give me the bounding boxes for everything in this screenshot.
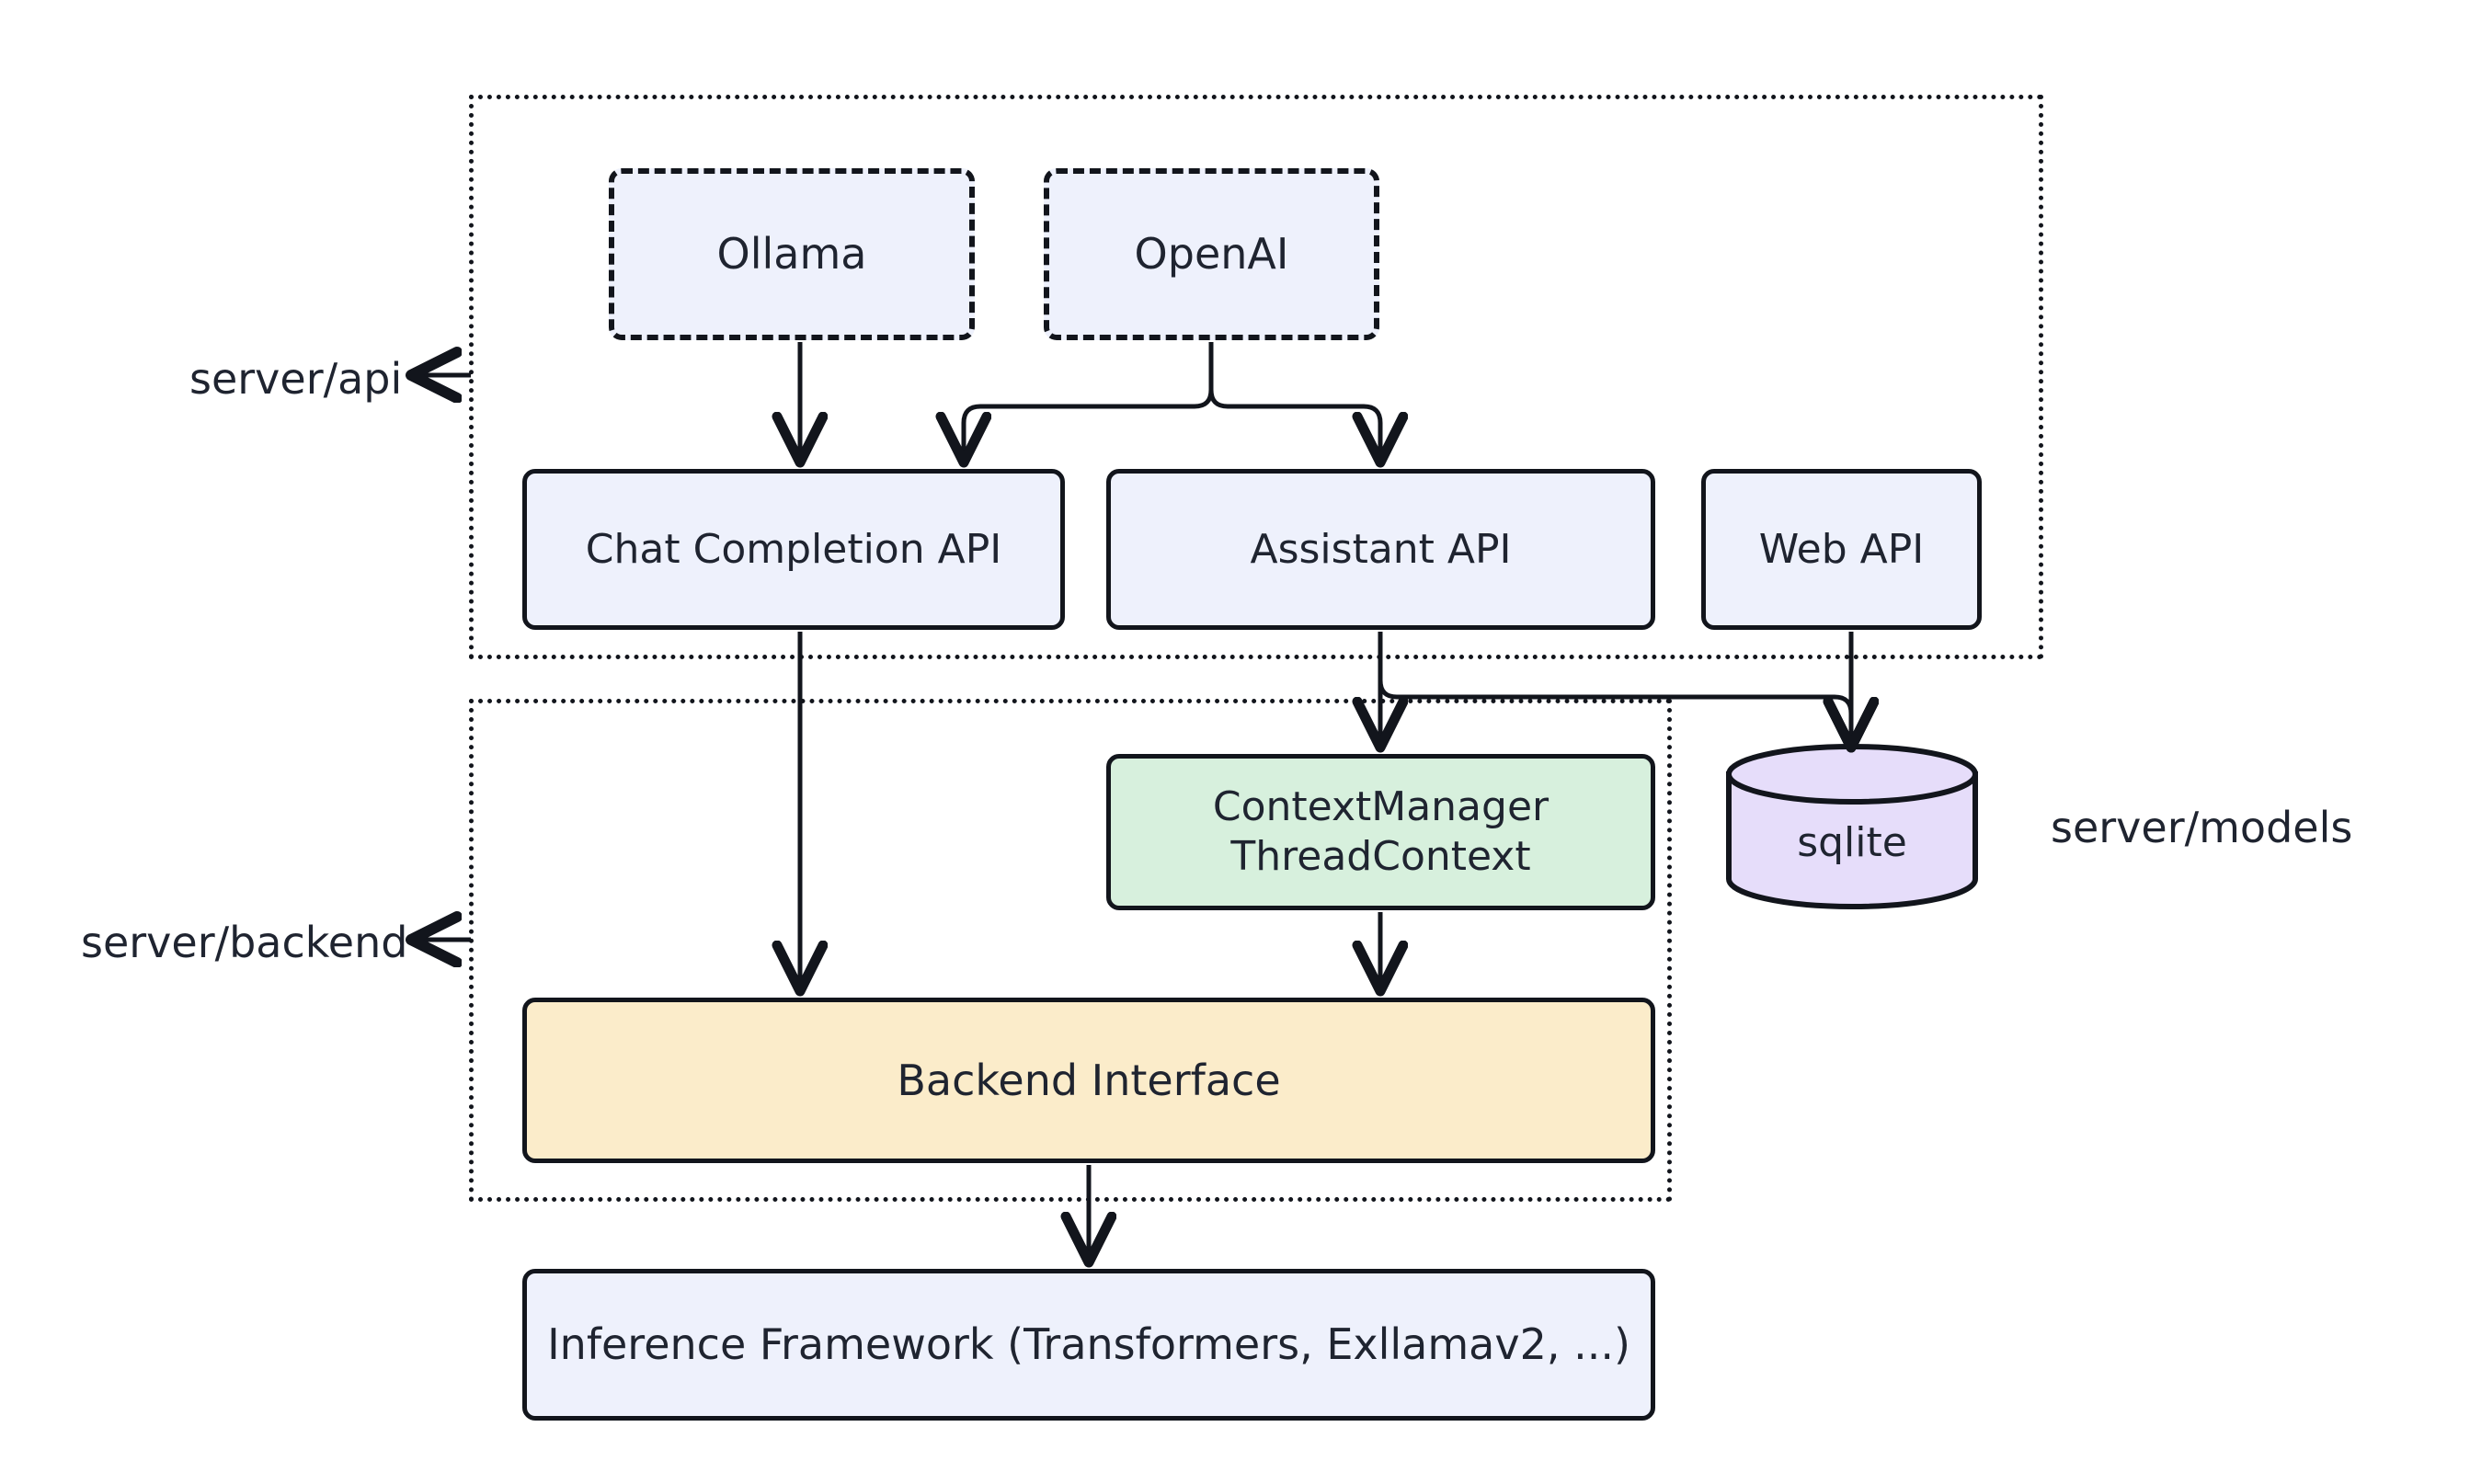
node-web-api[interactable]: Web API	[1701, 469, 1982, 630]
sqlite-cylinder-top	[1726, 744, 1978, 805]
node-assistant-api-label: Assistant API	[1250, 525, 1512, 573]
node-openai-label: OpenAI	[1134, 229, 1289, 280]
node-openai[interactable]: OpenAI	[1044, 168, 1379, 340]
node-inference-framework-label: Inference Framework (Transformers, Exlla…	[547, 1319, 1630, 1370]
node-backend-interface-label: Backend Interface	[897, 1055, 1281, 1105]
sqlite-cylinder-body	[1726, 771, 1978, 909]
node-chat-completion-api-label: Chat Completion API	[585, 525, 1002, 573]
tier-server-api	[469, 95, 2043, 659]
node-context-manager[interactable]: ContextManager ThreadContext	[1106, 754, 1655, 910]
node-backend-interface[interactable]: Backend Interface	[522, 998, 1655, 1163]
tier-label-server-models: server/models	[2051, 803, 2353, 852]
tier-server-backend	[469, 699, 1672, 1202]
node-assistant-api[interactable]: Assistant API	[1106, 469, 1655, 630]
node-sqlite[interactable]: sqlite	[1723, 741, 1986, 916]
node-ollama[interactable]: Ollama	[609, 168, 975, 340]
node-chat-completion-api[interactable]: Chat Completion API	[522, 469, 1065, 630]
node-web-api-label: Web API	[1758, 525, 1925, 573]
tier-label-server-backend: server/backend	[81, 918, 408, 967]
tier-label-server-api: server/api	[189, 354, 403, 404]
node-sqlite-label: sqlite	[1797, 819, 1907, 866]
node-context-manager-label: ContextManager ThreadContext	[1212, 783, 1549, 880]
node-inference-framework[interactable]: Inference Framework (Transformers, Exlla…	[522, 1269, 1655, 1421]
node-ollama-label: Ollama	[716, 229, 867, 280]
